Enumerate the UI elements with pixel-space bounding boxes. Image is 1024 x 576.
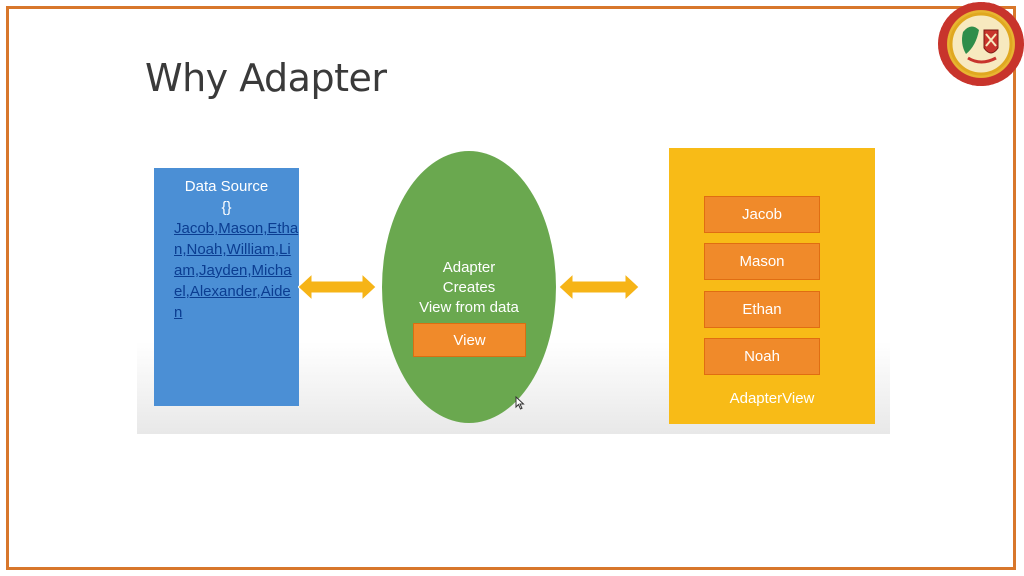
adapter-text: Adapter Creates View from data xyxy=(390,258,548,318)
adapter-line-2: Creates xyxy=(442,279,496,296)
adapterview-box xyxy=(669,148,875,424)
mouse-pointer-icon xyxy=(515,396,525,410)
adapter-line-3: View from data xyxy=(419,299,519,316)
adapter-line-1: Adapter xyxy=(442,259,496,276)
data-source-braces: {} xyxy=(221,199,232,216)
slide-title: Why Adapter xyxy=(145,56,387,100)
data-source-box: Data Source {} Jacob,Mason,Ethan,Noah,Wi… xyxy=(154,168,299,406)
adapter-ellipse xyxy=(382,151,556,423)
double-arrow-left-icon xyxy=(298,272,376,302)
view-box: View xyxy=(413,323,526,357)
data-source-names[interactable]: Jacob,Mason,Ethan,Noah,William,Liam,Jayd… xyxy=(174,220,299,321)
slide-frame xyxy=(6,6,1016,570)
adapterview-item: Noah xyxy=(704,338,820,375)
data-source-title: Data Source xyxy=(184,178,269,195)
adapterview-item: Mason xyxy=(704,243,820,280)
double-arrow-right-icon xyxy=(559,272,639,302)
adapterview-item: Jacob xyxy=(704,196,820,233)
adapterview-item: Ethan xyxy=(704,291,820,328)
university-emblem-icon xyxy=(938,2,1024,86)
adapterview-label: AdapterView xyxy=(729,390,815,407)
